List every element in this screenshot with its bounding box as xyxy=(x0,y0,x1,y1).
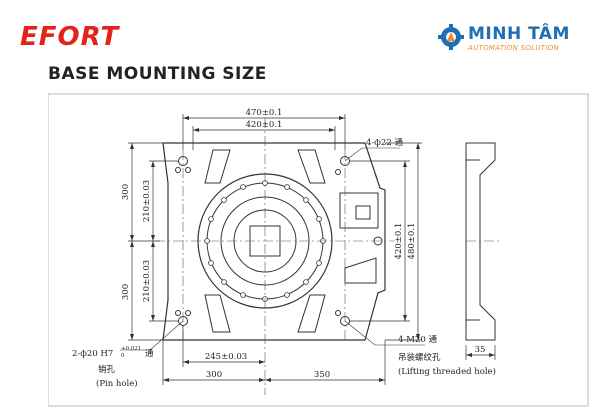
dim-bottom-inner: 245±0.03 xyxy=(205,352,247,362)
pocket-bottom-right xyxy=(297,294,326,333)
right-lower-ramp xyxy=(344,257,377,284)
lift-hole-2 xyxy=(175,167,181,173)
dim-right-outer: 480±0.1 xyxy=(407,223,417,260)
pocket-top-left xyxy=(204,149,231,184)
dim-top-inner: 420±0.1 xyxy=(246,120,283,130)
dim-left-upper-outer: 300 xyxy=(121,184,131,200)
minh-tam-logo: MINH TÂM AUTOMATION SOLUTION xyxy=(438,22,588,58)
flange-bolt-holes xyxy=(204,180,326,302)
pin-hole-1 xyxy=(185,310,191,316)
right-slot xyxy=(355,205,371,220)
dim-left-upper-inner: 210±0.03 xyxy=(142,180,152,222)
lift-hole-3 xyxy=(335,169,341,175)
gear-icon xyxy=(438,24,464,50)
base-mounting-drawing: 470±0.1 420±0.1 300 210±0.03 300 210±0.0… xyxy=(48,93,589,407)
callout-lifting-cn: 吊装螺纹孔 xyxy=(398,352,441,363)
minh-tam-name: MINH TÂM xyxy=(468,24,570,44)
callout-top-holes: 4-ф22 通 xyxy=(366,137,403,148)
minh-tam-tagline: AUTOMATION SOLUTION xyxy=(468,44,560,52)
page-title: BASE MOUNTING SIZE xyxy=(48,64,267,84)
dim-top-outer: 470±0.1 xyxy=(246,108,283,118)
callout-lifting-spec: 4-M20 通 xyxy=(398,334,438,345)
base-outline xyxy=(162,142,386,341)
drawing-frame xyxy=(48,93,589,407)
callout-lifting-en: (Lifting threaded hole) xyxy=(398,366,496,377)
pocket-top-right xyxy=(297,149,326,184)
dim-bottom-left: 300 xyxy=(206,370,222,380)
dim-side-width: 35 xyxy=(475,345,486,355)
dim-left-lower-outer: 300 xyxy=(121,284,131,300)
callout-pin-tol-upper: +0.021 xyxy=(121,346,141,352)
dim-left-lower-inner: 210±0.03 xyxy=(142,260,152,302)
callout-pin-en: (Pin hole) xyxy=(96,378,138,389)
callout-pin-spec: 2-ф20 H7 xyxy=(72,349,113,359)
side-view-outline xyxy=(465,142,496,341)
lift-hole-1 xyxy=(185,167,191,173)
pocket-bottom-left xyxy=(204,294,231,333)
callout-pin-through: 通 xyxy=(145,348,154,359)
right-upper-block xyxy=(339,192,379,229)
dim-right-inner: 420±0.1 xyxy=(394,223,404,260)
callout-pin-cn: 销孔 xyxy=(98,364,116,375)
efort-logo: EFORT xyxy=(20,22,120,52)
callout-pin-tol-lower: 0 xyxy=(121,353,125,359)
lift-hole-4 xyxy=(335,310,341,316)
dim-bottom-right: 350 xyxy=(314,370,330,380)
pin-hole-2 xyxy=(175,310,181,316)
